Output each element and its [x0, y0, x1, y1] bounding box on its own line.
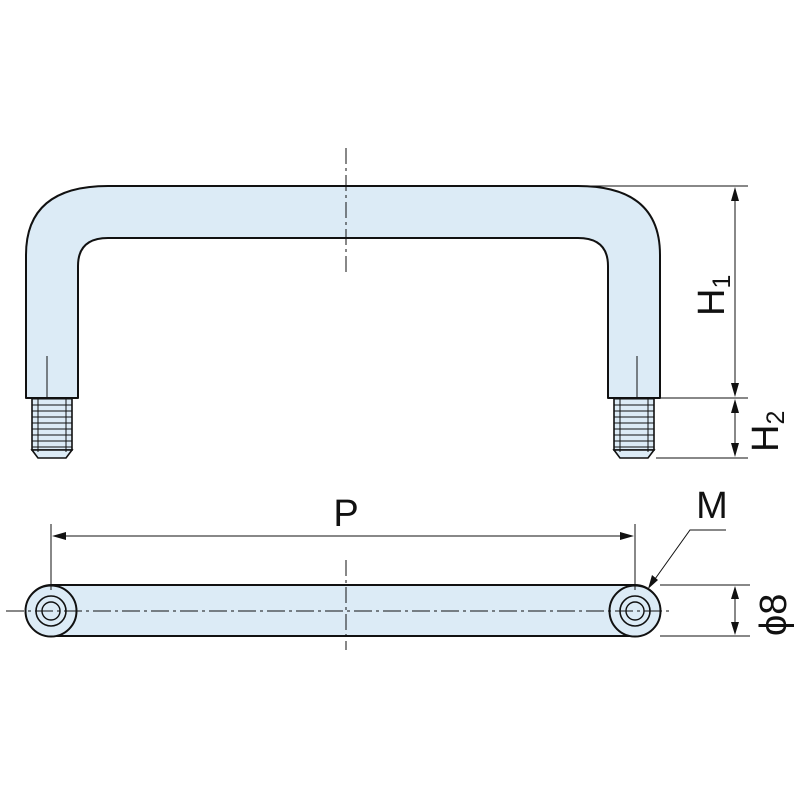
- handle-body: [25, 185, 661, 399]
- diameter-label: ϕ8: [753, 594, 795, 636]
- p-label: P: [333, 493, 358, 535]
- h1-label: H1: [691, 275, 736, 316]
- left-thread-stud: [30, 397, 74, 459]
- diameter-dimension: [731, 586, 739, 635]
- m-leader: [648, 529, 726, 589]
- m-label: M: [696, 485, 728, 527]
- h2-dimension: [731, 399, 739, 457]
- h2-label: H2: [745, 411, 790, 452]
- p-dimension: [52, 532, 634, 540]
- h1-dimension: [731, 187, 739, 397]
- top-view: P M ϕ8: [6, 485, 795, 650]
- right-thread-stud: [612, 397, 656, 459]
- front-view: H1 H2: [25, 148, 790, 459]
